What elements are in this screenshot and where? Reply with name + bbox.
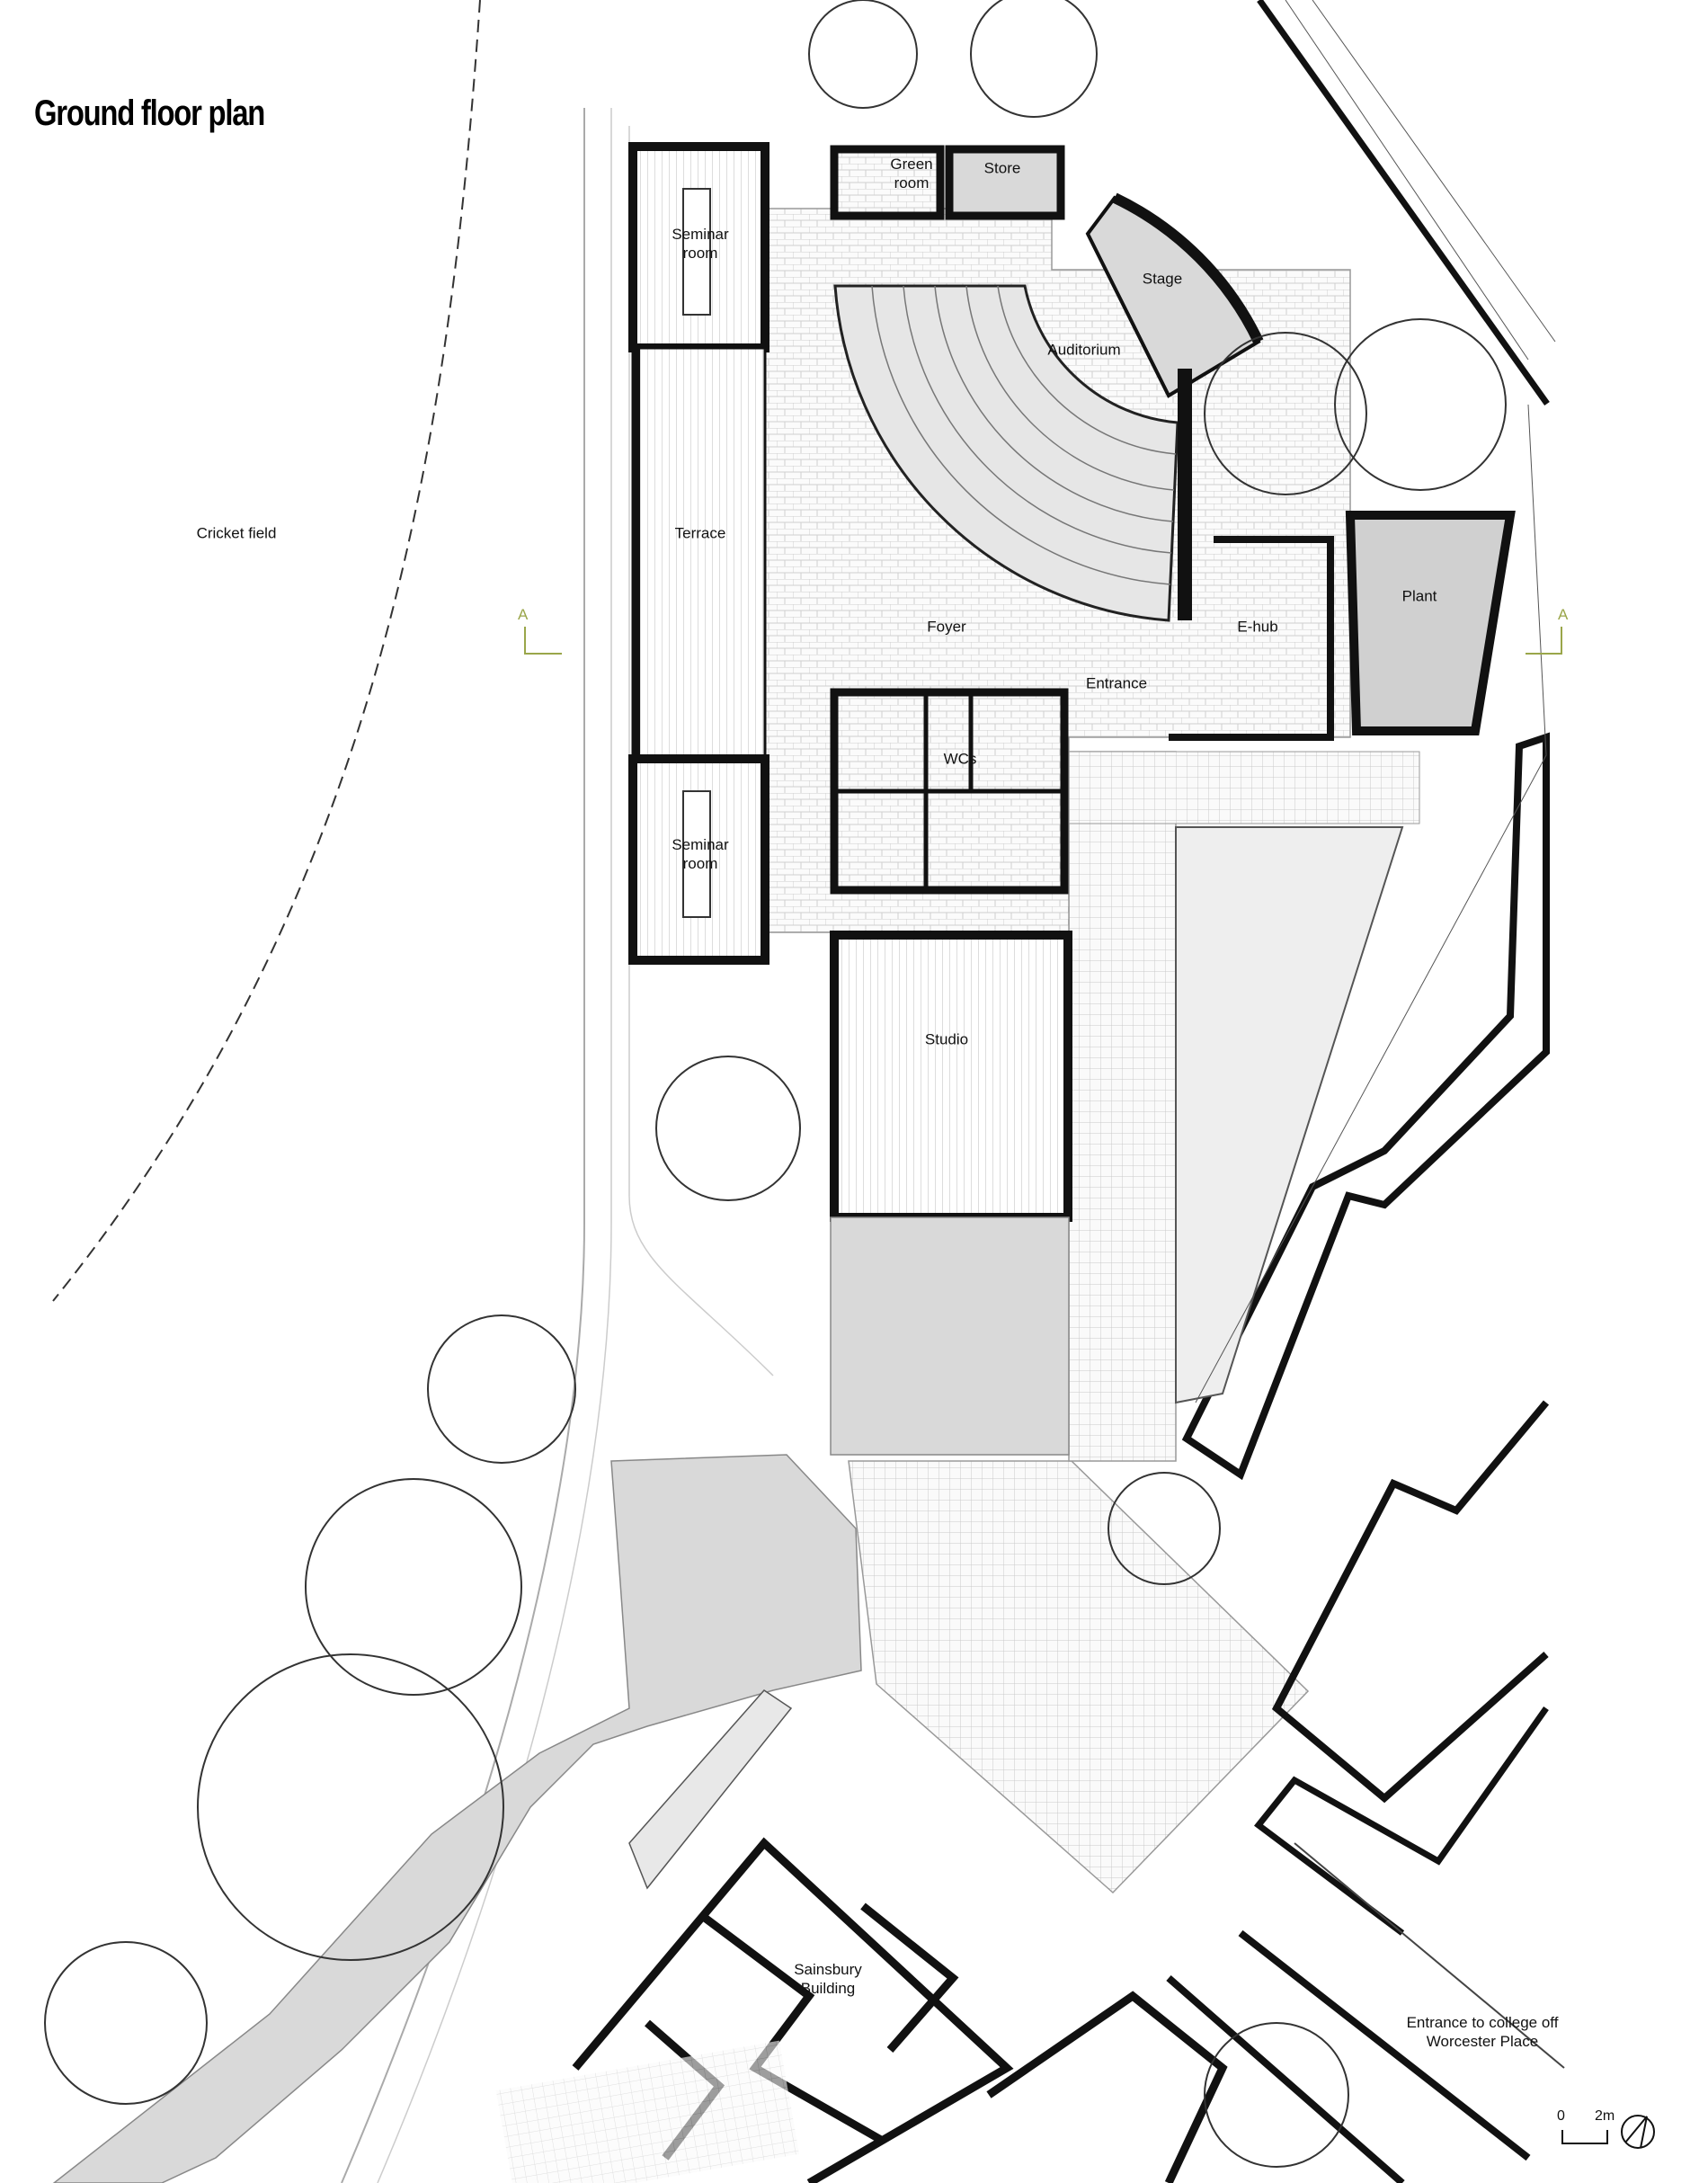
label-store: Store [983,159,1021,177]
label-seminar-room-bottom: Seminar room [672,836,729,872]
section-marker-right [1526,627,1562,655]
section-label-left: A [518,606,529,623]
label-stage: Stage [1142,270,1183,288]
label-entrance: Entrance [1085,674,1148,692]
walkway [1068,751,1177,1462]
terrace [631,346,767,761]
label-wcs: WCs [943,750,977,768]
store-room [945,145,1065,220]
label-green-room: Green room [890,156,933,192]
green-room [830,145,945,220]
grey-landscape-area [52,1454,862,2183]
e-hub [1169,536,1334,741]
label-auditorium: Auditorium [1047,341,1121,359]
neighbouring-building [1257,0,1550,406]
label-foyer: Foyer [927,618,966,636]
north-arrow-icon [1621,2115,1655,2149]
label-e-hub: E-hub [1237,618,1278,636]
label-studio: Studio [924,1030,969,1048]
scale-start-label: 0 [1557,2108,1565,2124]
scale-end-label: 2m [1595,2108,1615,2124]
label-terrace: Terrace [674,524,726,542]
cricket-field-boundary [52,0,481,1302]
paved-courtyard [848,1460,1310,1894]
label-college-entrance: Entrance to college off Worcester Place [1406,2014,1559,2050]
studio-forecourt [830,1216,1070,1456]
scale-bar [1561,2130,1608,2144]
label-plant: Plant [1401,587,1437,605]
studio [830,931,1072,1222]
plant-room [1345,511,1516,735]
section-marker-left [524,627,562,655]
footpath-edge [341,108,585,2183]
section-label-right: A [1558,606,1569,623]
page-title: Ground floor plan [34,94,265,133]
label-cricket-field: Cricket field [196,524,277,542]
planting-bed [1175,826,1404,1404]
trees [44,0,1507,2168]
label-sainsbury-building: Sainsbury Building [794,1961,862,1997]
label-seminar-room-top: Seminar room [672,226,729,262]
auditorium-seating [833,284,1179,622]
